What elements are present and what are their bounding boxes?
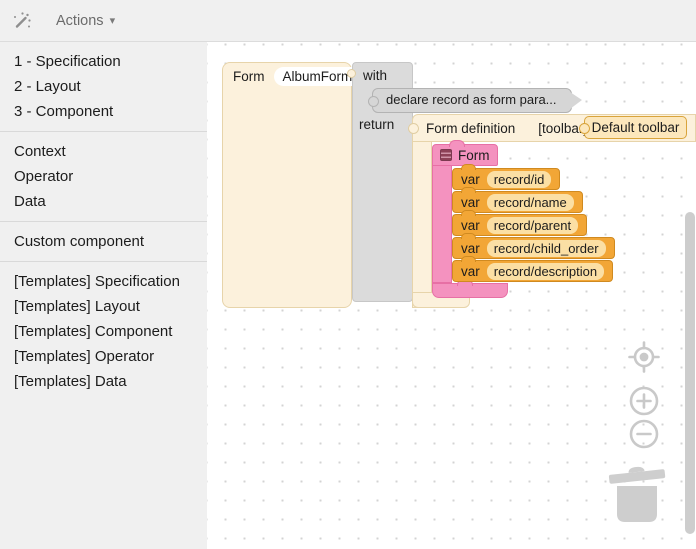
- sidebar-item-layout[interactable]: 2 - Layout: [14, 78, 81, 95]
- variable-name-field[interactable]: record/id: [486, 170, 552, 188]
- var-block[interactable]: var record/description: [452, 256, 614, 282]
- declare-record-label: declare record as form para...: [386, 92, 557, 107]
- caret-down-icon: ▾: [109, 15, 116, 27]
- magic-wand-icon[interactable]: [11, 10, 33, 32]
- sidebar-item-component[interactable]: 3 - Component: [14, 103, 114, 120]
- sidebar-group-main: 1 - Specification 2 - Layout 3 - Compone…: [0, 42, 207, 132]
- sidebar-item-templates-operator[interactable]: [Templates] Operator: [14, 348, 155, 365]
- sidebar-group-templates: [Templates] Specification [Templates] La…: [0, 262, 207, 401]
- form-name-field[interactable]: AlbumForm: [273, 67, 362, 86]
- sidebar-group-context: Context Operator Data: [0, 132, 207, 222]
- sidebar-item-custom-component[interactable]: Custom component: [14, 233, 145, 250]
- topbar: Actions ▾: [0, 0, 696, 42]
- zoom-out-icon[interactable]: [629, 419, 659, 449]
- connector-tab: [347, 69, 356, 78]
- form-group-block-body[interactable]: [432, 165, 452, 283]
- zoom-in-icon[interactable]: [629, 386, 659, 416]
- block-category-sidebar: 1 - Specification 2 - Layout 3 - Compone…: [0, 42, 207, 549]
- sidebar-item-templates-layout[interactable]: [Templates] Layout: [14, 298, 140, 315]
- sidebar-item-templates-component[interactable]: [Templates] Component: [14, 323, 173, 340]
- variable-name-field[interactable]: record/name: [486, 193, 574, 211]
- var-block[interactable]: var record/child_order: [452, 233, 615, 259]
- var-block[interactable]: var record/name: [452, 187, 583, 213]
- var-keyword: var: [461, 217, 480, 233]
- variable-name-field[interactable]: record/child_order: [486, 239, 606, 257]
- form-group-block-foot[interactable]: [432, 279, 508, 298]
- var-block[interactable]: var record/parent: [452, 210, 588, 236]
- with-label: with: [363, 68, 388, 83]
- sidebar-item-templates-specification[interactable]: [Templates] Specification: [14, 273, 180, 290]
- blocks-canvas[interactable]: Form AlbumForm with return declare recor…: [207, 42, 696, 549]
- form-definition-label: Form definition: [426, 120, 516, 136]
- var-block[interactable]: var record/id: [452, 164, 561, 190]
- sidebar-item-data[interactable]: Data: [14, 193, 46, 210]
- sidebar-group-custom: Custom component: [0, 222, 207, 262]
- declare-record-block[interactable]: declare record as form para...: [368, 88, 582, 113]
- default-toolbar-label: Default toolbar: [591, 120, 680, 135]
- form-group-label: Form: [458, 147, 490, 163]
- sidebar-item-context[interactable]: Context: [14, 143, 66, 160]
- return-label: return: [359, 117, 395, 132]
- sidebar-item-specification[interactable]: 1 - Specification: [14, 53, 121, 70]
- actions-dropdown[interactable]: Actions ▾: [56, 13, 115, 29]
- trash-icon[interactable]: [605, 464, 669, 524]
- var-keyword: var: [461, 171, 480, 187]
- form-definition-block-body[interactable]: [412, 141, 432, 308]
- var-keyword: var: [461, 240, 480, 256]
- actions-label: Actions: [56, 12, 104, 29]
- form-block[interactable]: Form AlbumForm: [222, 62, 362, 308]
- form-group-block[interactable]: Form: [432, 140, 498, 166]
- form-block-header: Form AlbumForm: [223, 63, 362, 86]
- variable-name-field[interactable]: record/description: [486, 262, 605, 280]
- vertical-scrollbar-thumb[interactable]: [685, 212, 695, 534]
- sidebar-item-templates-data[interactable]: [Templates] Data: [14, 373, 127, 390]
- zoom-reset-icon[interactable]: [628, 341, 660, 373]
- variable-name-field[interactable]: record/parent: [486, 216, 579, 234]
- form-list-icon: [440, 149, 452, 161]
- default-toolbar-block[interactable]: Default toolbar: [579, 116, 687, 139]
- form-block-label: Form: [233, 69, 265, 84]
- var-keyword: var: [461, 263, 480, 279]
- sidebar-item-operator[interactable]: Operator: [14, 168, 74, 185]
- var-keyword: var: [461, 194, 480, 210]
- toolbar-param-label: [toolbar]: [538, 120, 588, 136]
